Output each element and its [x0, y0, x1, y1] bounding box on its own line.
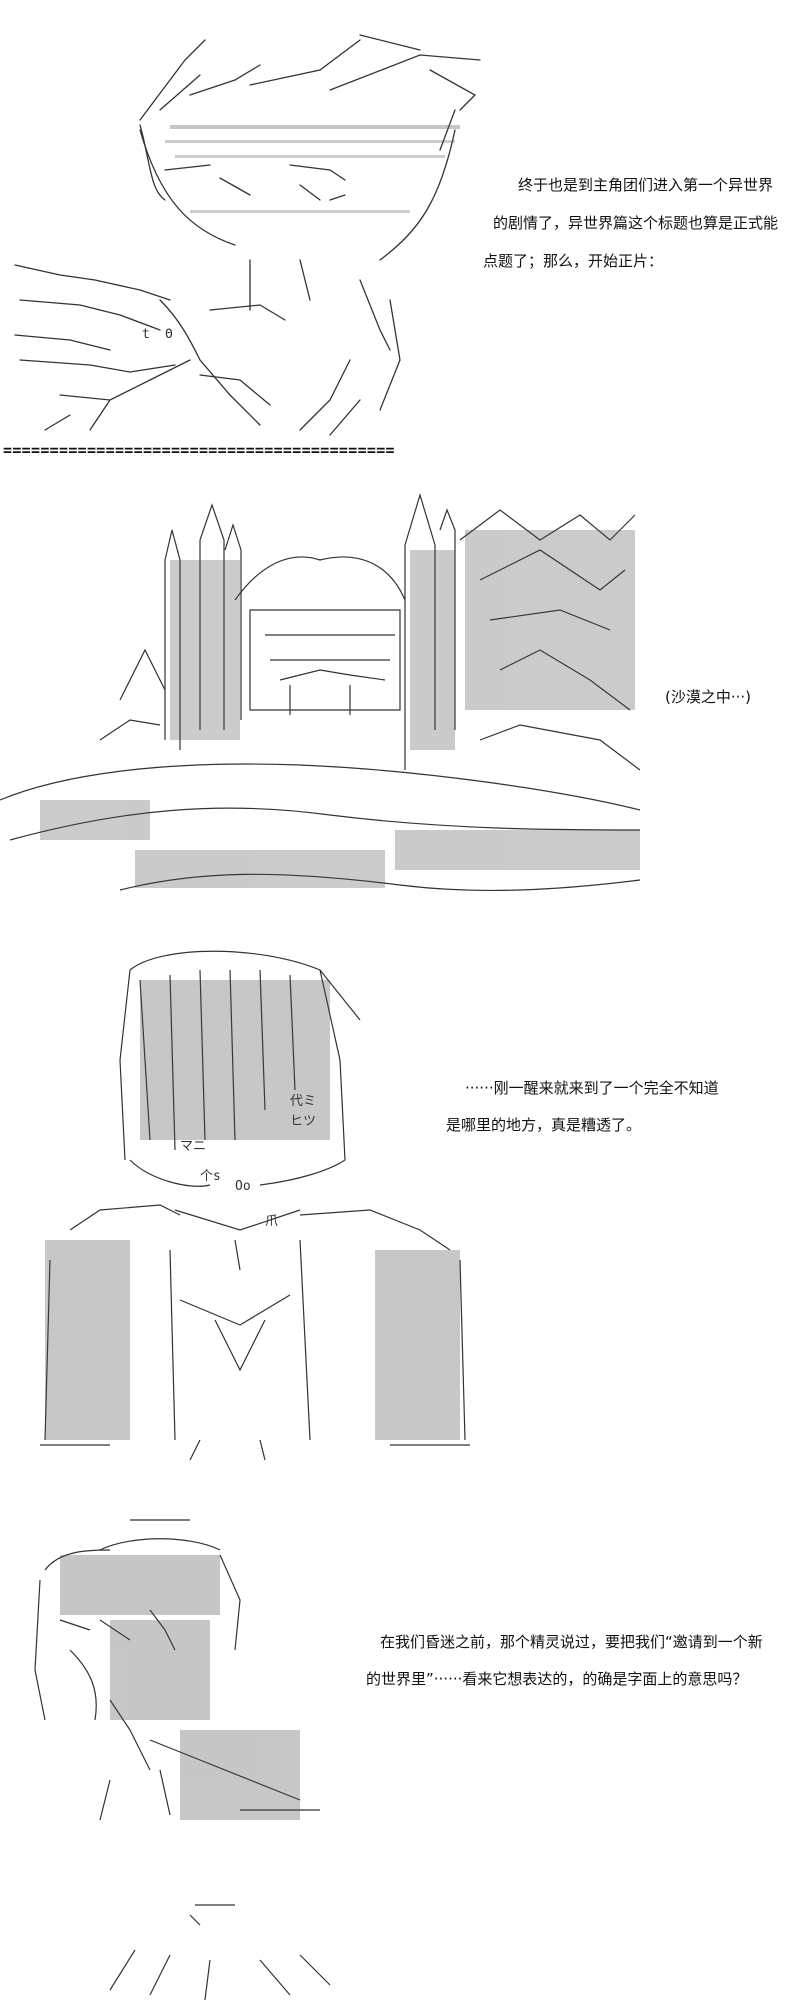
narration-line-2: 的剧情了，异世界篇这个标题也算是正式能 [493, 214, 779, 232]
panel-2: (沙漠之中···) [0, 470, 800, 920]
panel-5 [0, 1900, 800, 2000]
divider-line: ========================================… [3, 441, 395, 459]
glyph-4: 个s [200, 1169, 221, 1184]
narration-line-5: 是哪里的地方，真是糟透了。 [446, 1116, 642, 1134]
ascii-art-partial-figure [109, 1904, 331, 2000]
ascii-art-desert-city [0, 492, 641, 892]
panel-4: 在我们昏迷之前，那个精灵说过，要把我们“邀请到一个新 的世界里”······看来… [0, 1510, 800, 1840]
face-mark-t: t [142, 327, 150, 342]
ascii-art-character-thinking: t Θ [14, 34, 481, 436]
face-mark-theta: Θ [165, 327, 173, 342]
narration-line-6: 在我们昏迷之前，那个精灵说过，要把我们“邀请到一个新 [380, 1633, 763, 1651]
ascii-art-character-head-in-hand [34, 1519, 320, 1821]
glyph-1: 代ミ [290, 1094, 316, 1109]
narration-line-1: 终于也是到主角团们进入第一个异世界 [518, 176, 774, 194]
caption-desert: (沙漠之中···) [665, 688, 752, 706]
narration-line-4: ······刚一醒来就来到了一个完全不知道 [465, 1079, 719, 1097]
glyph-5: Oo [235, 1179, 251, 1194]
glyph-2: ヒツ [290, 1114, 316, 1129]
glyph-3: マニ [180, 1139, 206, 1154]
glyph-6: 爪 [265, 1214, 278, 1229]
ascii-art-girl-standing: 代ミ ヒツ マニ 个s Oo 爪 [40, 950, 470, 1461]
narration-line-3: 点题了；那么，开始正片： [483, 252, 664, 270]
narration-line-7: 的世界里”······看来它想表达的，的确是字面上的意思吗？ [366, 1670, 748, 1688]
panel-3: 代ミ ヒツ マニ 个s Oo 爪 ······刚一醒来就来到了一个完全不知道 是… [0, 940, 800, 1500]
panel-1: t Θ 终于也是到主角团们进入第一个异世界 的剧情了，异世界篇这个标题也算是正式… [0, 0, 800, 440]
